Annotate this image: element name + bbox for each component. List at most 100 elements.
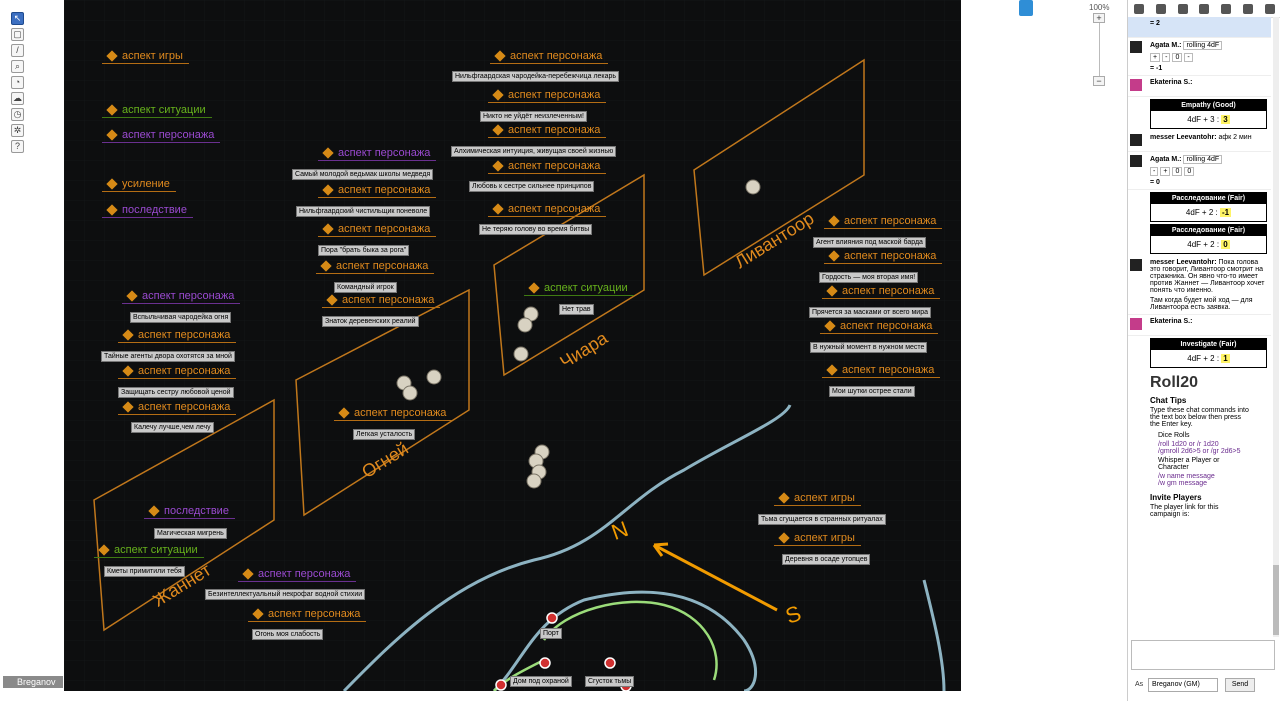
chat-log[interactable]: = 2 Agata M.: rolling 4dF +-0- = -1 Ekat… <box>1128 17 1271 637</box>
turn-tracker-icon[interactable]: ◷ <box>11 108 24 121</box>
zoom-in-button[interactable]: + <box>1093 13 1105 23</box>
avatar <box>1130 318 1142 330</box>
consequence-legend[interactable]: последствие <box>102 204 193 218</box>
roll-command: rolling 4dF <box>1183 41 1223 50</box>
roll-title: Investigate (Fair) <box>1151 339 1266 350</box>
message-text: афк 2 мин <box>1218 134 1252 141</box>
chat-message: messer Leevantohr: афк 2 мин <box>1128 131 1271 152</box>
chiara-label-2: Никто не уйдёт неизлеченным! <box>480 111 587 122</box>
art-tab-icon[interactable] <box>1155 3 1166 14</box>
aspect-game-legend[interactable]: аспект игры <box>102 50 189 64</box>
chiara-aspect-2[interactable]: аспект персонажа <box>488 89 607 103</box>
livantoor-aspect-2[interactable]: аспект персонажа <box>824 250 943 264</box>
jeannette-label-1: Вспыльчивая чародейка огня <box>130 312 232 323</box>
ogney-aspect-1[interactable]: аспект персонажа <box>318 147 437 161</box>
ruler-tool-icon[interactable]: ◔ <box>11 76 24 89</box>
chat-scrollbar[interactable] <box>1273 17 1279 637</box>
die: - <box>1162 53 1171 62</box>
jeannette-situation[interactable]: аспект ситуации <box>94 544 204 558</box>
ogney-label-2: Нильфгаардский чистильщик поневоле <box>296 206 431 217</box>
chat-tips-intro: Type these chat commands into the text b… <box>1150 407 1249 428</box>
jeannette-aspect-1[interactable]: аспект персонажа <box>122 290 241 304</box>
settings-tab-icon[interactable] <box>1264 3 1275 14</box>
game-aspect-1[interactable]: аспект игры <box>774 492 861 506</box>
sender-name: Agata M.: <box>1150 156 1182 163</box>
ogney-label-4: Командный игрок <box>334 282 397 293</box>
chiara-aspect-3[interactable]: аспект персонажа <box>488 124 607 138</box>
layer-tool-icon[interactable]: ▢ <box>11 28 24 41</box>
chiara-aspect-1[interactable]: аспект персонажа <box>490 50 609 64</box>
help-icon[interactable]: ? <box>11 140 24 153</box>
ogney-label-1: Самый молодой ведьмак школы медведя <box>292 169 434 180</box>
chat-input[interactable] <box>1131 640 1275 670</box>
page-icon[interactable] <box>1019 0 1033 16</box>
roll-template: Расследование (Fair)4dF + 2 : -1 <box>1150 192 1267 222</box>
aspect-situation-legend[interactable]: аспект ситуации <box>102 104 212 118</box>
roll-template: Investigate (Fair)4dF + 2 : 1 <box>1150 338 1267 368</box>
canvas-gutter <box>961 0 1127 701</box>
zoom-out-button[interactable]: − <box>1093 76 1105 86</box>
collections-tab-icon[interactable] <box>1243 3 1254 14</box>
chat-message: Ekaterina S.: <box>1128 76 1271 97</box>
dice-row: +-0- <box>1150 53 1267 62</box>
jeannette-consequence[interactable]: последствие <box>144 505 235 519</box>
journal-tab-icon[interactable] <box>1177 3 1188 14</box>
avatar <box>1130 155 1142 167</box>
avatar <box>1130 41 1142 53</box>
jeannette-aspect-6[interactable]: аспект персонажа <box>248 608 367 622</box>
livantoor-aspect-1[interactable]: аспект персонажа <box>824 215 943 229</box>
ogney-aspect-6[interactable]: аспект персонажа <box>334 407 453 421</box>
roll20-logo: Roll20 <box>1150 374 1199 391</box>
speaking-as-select[interactable]: Breganov (GM) <box>1148 678 1218 692</box>
roll-value: 3 <box>1221 115 1230 124</box>
chiara-aspect-5[interactable]: аспект персонажа <box>488 203 607 217</box>
send-button[interactable]: Send <box>1225 678 1255 692</box>
ogney-aspect-4[interactable]: аспект персонажа <box>316 260 435 274</box>
roll-formula: 4dF + 2 : <box>1187 354 1220 363</box>
boost-legend[interactable]: усиление <box>102 178 176 192</box>
ogney-aspect-5[interactable]: аспект персонажа <box>322 294 441 308</box>
jeannette-aspect-4[interactable]: аспект персонажа <box>118 401 237 415</box>
map-clot-label: Сгусток тьмы <box>585 676 635 687</box>
die: - <box>1150 167 1159 176</box>
dice-tool-icon[interactable]: ✲ <box>11 124 24 137</box>
die: 0 <box>1172 167 1183 176</box>
jeannette-aspect-3[interactable]: аспект персонажа <box>118 365 237 379</box>
roll-body: 4dF + 2 : 0 <box>1151 236 1266 253</box>
game-aspect-2[interactable]: аспект игры <box>774 532 861 546</box>
chat-tab-icon[interactable] <box>1133 3 1144 14</box>
die: + <box>1160 167 1171 176</box>
jeannette-label-4: Калечу лучше,чем лечу <box>131 422 214 433</box>
zoom-slider[interactable] <box>1099 14 1100 86</box>
compendium-tab-icon[interactable] <box>1199 3 1210 14</box>
zoom-level: 100% <box>1089 3 1110 12</box>
chiara-situation[interactable]: аспект ситуации <box>524 282 634 296</box>
roll-body: 4dF + 2 : 1 <box>1151 350 1266 367</box>
roll-result: = 2 <box>1150 20 1160 27</box>
ogney-aspect-2[interactable]: аспект персонажа <box>318 184 437 198</box>
chat-scrollbar-thumb[interactable] <box>1273 565 1279 635</box>
game-label-1: Тьма сгущается в странных ритуалах <box>758 514 886 525</box>
draw-tool-icon[interactable]: / <box>11 44 24 57</box>
tabletop-canvas[interactable]: аспект игры аспект ситуации аспект персо… <box>64 0 961 691</box>
chiara-aspect-4[interactable]: аспект персонажа <box>488 160 607 174</box>
select-tool-icon[interactable]: ↖ <box>11 12 24 25</box>
fog-tool-icon[interactable]: ☁ <box>11 92 24 105</box>
jeannette-aspect-5[interactable]: аспект персонажа <box>238 568 357 582</box>
zoom-tool-icon[interactable]: ⌕ <box>11 60 24 73</box>
player-name[interactable]: Breganov <box>3 676 63 688</box>
jukebox-tab-icon[interactable] <box>1221 3 1232 14</box>
roll-title: Расследование (Fair) <box>1151 225 1266 236</box>
chiara-label-5: Не теряю голову во время битвы <box>479 224 593 235</box>
roll-title: Empathy (Good) <box>1151 100 1266 111</box>
livantoor-aspect-4[interactable]: аспект персонажа <box>820 320 939 334</box>
livantoor-aspect-5[interactable]: аспект персонажа <box>822 364 941 378</box>
livantoor-aspect-3[interactable]: аспект персонажа <box>822 285 941 299</box>
jeannette-label-2: Тайные агенты двора охотятся за мной <box>101 351 235 362</box>
jeannette-aspect-2[interactable]: аспект персонажа <box>118 329 237 343</box>
aspect-character-legend[interactable]: аспект персонажа <box>102 129 221 143</box>
ogney-aspect-3[interactable]: аспект персонажа <box>318 223 437 237</box>
invite-text: The player link for this campaign is: <box>1150 504 1219 518</box>
